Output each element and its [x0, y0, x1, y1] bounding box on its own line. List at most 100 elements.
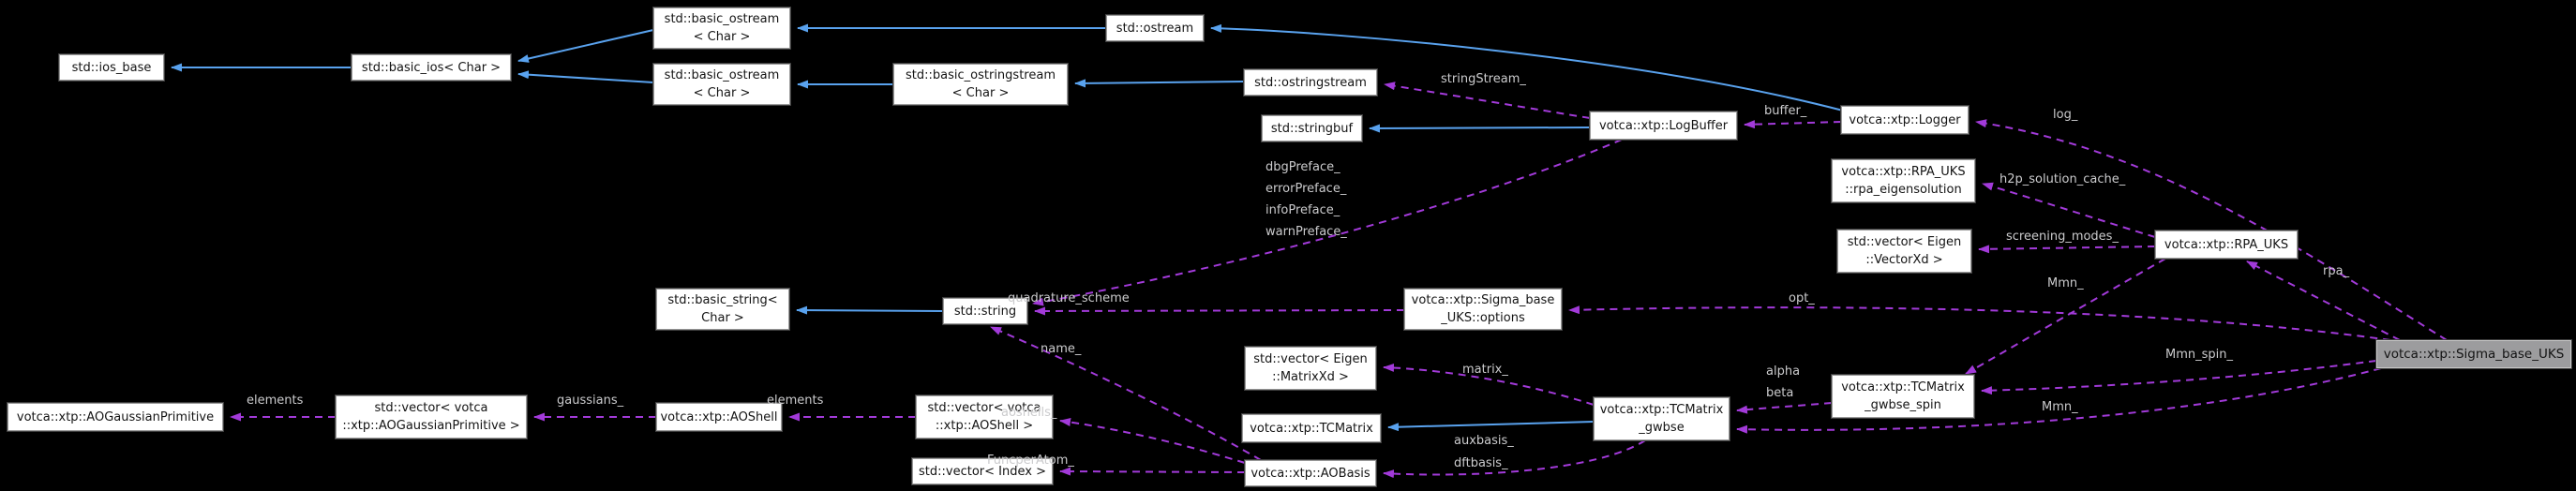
node-votca-xtp-logbuffer[interactable]: votca::xtp::LogBuffer [1589, 111, 1738, 141]
node-label-line: votca::xtp::AOShell [660, 409, 778, 424]
node-std-vector-aoshell[interactable]: std::vector< votca::xtp::AOShell > [915, 394, 1054, 439]
edge-votca-xtp-sigma-base-uks-to-votca-xtp-tcmatrix-gwbse-spin [1981, 360, 2377, 395]
node-label-line: std::basic_ostream [664, 12, 780, 26]
edge-label: elements [247, 394, 304, 408]
edge-votca-xtp-aobasis-to-std-vector-index [1059, 467, 1246, 476]
edge-label: beta [1766, 386, 1794, 400]
edge-votca-xtp-logger-to-votca-xtp-logbuffer [1744, 120, 1842, 129]
edge-votca-xtp-tcmatrix-gwbse-to-std-vector-eigen-matrixxd [1383, 363, 1595, 406]
edge-votca-xtp-rpa-uks-to-std-vector-eigen-vectorxd [1978, 245, 2156, 254]
node-label-line: < Char > [693, 86, 751, 100]
edge-std-basic-ostream-2-to-std-basic-ios [517, 70, 654, 83]
edge-label: auxbasis_ [1454, 434, 1514, 448]
node-votca-xtp-tcmatrix[interactable]: votca::xtp::TCMatrix [1241, 413, 1382, 443]
node-votca-xtp-aogaussianprimitive[interactable]: votca::xtp::AOGaussianPrimitive [7, 402, 224, 432]
edge-label: alpha [1766, 365, 1801, 379]
edge-votca-xtp-logbuffer-to-std-stringbuf [1369, 124, 1591, 133]
node-label-line: votca::xtp::AOGaussianPrimitive [16, 409, 215, 424]
edge-votca-xtp-sigma-base-uks-to-votca-xtp-sigma-base-uks-options [1568, 305, 2391, 341]
node-label-line: std::basic_ostream [664, 68, 780, 82]
node-label-line: std::ostream [1116, 21, 1194, 36]
edge-votca-xtp-sigma-base-uks-to-votca-xtp-rpa-uks [2246, 260, 2401, 341]
node-std-basic-string[interactable]: std::basic_string<Char > [655, 288, 790, 331]
node-votca-xtp-tcmatrix-gwbse-spin[interactable]: votca::xtp::TCMatrix_gwbse_spin [1831, 374, 1975, 419]
node-label-line: ::rpa_eigensolution [1845, 183, 1962, 197]
edge-label: dftbasis_ [1454, 456, 1508, 470]
node-votca-xtp-aoshell[interactable]: votca::xtp::AOShell [655, 402, 783, 432]
edge-std-string-to-std-basic-string [796, 305, 944, 315]
edge-label: matrix_ [1462, 363, 1508, 377]
node-votca-xtp-aobasis[interactable]: votca::xtp::AOBasis [1244, 459, 1377, 487]
node-votca-xtp-tcmatrix-gwbse[interactable]: votca::xtp::TCMatrix_gwbse [1593, 396, 1730, 441]
edge-votca-xtp-logger-to-std-ostream [1210, 23, 1844, 112]
edge-std-ostringstream-to-std-basic-ostringstream [1074, 79, 1245, 88]
node-std-stringbuf[interactable]: std::stringbuf [1261, 114, 1363, 142]
edge-label: aoshells_ [1001, 406, 1057, 420]
node-label-line: std::vector< votca [927, 401, 1041, 415]
node-std-vector-eigen-vectorxd[interactable]: std::vector< Eigen::VectorXd > [1836, 229, 1972, 274]
node-std-vector-index[interactable]: std::vector< Index > [911, 457, 1054, 485]
node-std-basic-ostream-2[interactable]: std::basic_ostream< Char > [652, 63, 791, 106]
node-votca-xtp-rpa-uks-rpa-eigensolution[interactable]: votca::xtp::RPA_UKS::rpa_eigensolution [1831, 158, 1976, 203]
node-std-ostream[interactable]: std::ostream [1105, 14, 1205, 42]
edge-std-basic-ostream-1-to-std-basic-ios [517, 29, 654, 63]
node-label-line: ::xtp::AOGaussianPrimitive > [342, 419, 520, 433]
node-std-ostringstream[interactable]: std::ostringstream [1243, 68, 1378, 97]
edge-votca-xtp-sigma-base-uks-options-to-std-string [1034, 306, 1405, 316]
node-label-line: ::xtp::AOShell > [935, 419, 1034, 433]
node-label-line: std::string [953, 304, 1017, 319]
edge-votca-xtp-sigma-base-uks-to-votca-xtp-logger [1975, 119, 2448, 341]
edge-label: warnPreface_ [1266, 225, 1347, 239]
node-label-line: Char > [701, 311, 744, 325]
node-label-line: votca::xtp::TCMatrix [1250, 421, 1373, 436]
edge-label: name_ [1041, 342, 1082, 356]
node-label-line: ::VectorXd > [1865, 253, 1943, 267]
node-label-line: std::basic_ios< Char > [361, 60, 502, 75]
edge-label: Mmn_ [2047, 276, 2084, 290]
edge-label: log_ [2053, 108, 2078, 122]
node-label-line: _gwbse [1639, 421, 1685, 435]
edge-label: dbgPreface_ [1266, 160, 1340, 174]
node-label-line: votca::xtp::Sigma_base [1411, 293, 1555, 307]
node-label-line: std::basic_string< [667, 293, 778, 307]
node-votca-xtp-rpa-uks[interactable]: votca::xtp::RPA_UKS [2154, 230, 2299, 260]
node-label-line: _UKS::options [1441, 311, 1525, 325]
edge-votca-xtp-logbuffer-to-std-string [1032, 139, 1623, 306]
edge-votca-xtp-tcmatrix-gwbse-spin-to-votca-xtp-tcmatrix-gwbse [1736, 402, 1833, 414]
edge-votca-xtp-tcmatrix-gwbse-to-votca-xtp-tcmatrix [1387, 421, 1595, 432]
node-votca-xtp-logger[interactable]: votca::xtp::Logger [1840, 105, 1969, 135]
node-label-line: std::vector< Eigen [1253, 352, 1368, 366]
node-label-line: < Char > [951, 86, 1010, 100]
node-std-ios-base[interactable]: std::ios_base [58, 53, 165, 82]
node-std-basic-ios[interactable]: std::basic_ios< Char > [351, 53, 512, 82]
edge-label: Mmn_spin_ [2165, 348, 2233, 362]
node-label-line: votca::xtp::LogBuffer [1598, 118, 1729, 133]
node-label-line: std::ios_base [71, 60, 152, 75]
edge-label: elements [767, 394, 824, 408]
node-label-line: votca::xtp::TCMatrix [1599, 403, 1724, 417]
node-label-line: std::vector< Eigen [1847, 235, 1962, 249]
node-std-basic-ostream-1[interactable]: std::basic_ostream< Char > [652, 7, 791, 50]
node-votca-xtp-sigma-base-uks[interactable]: votca::xtp::Sigma_base_UKS [2375, 339, 2572, 369]
node-std-vector-aogaussianprimitive[interactable]: std::vector< votca::xtp::AOGaussianPrimi… [335, 394, 528, 439]
node-votca-xtp-sigma-base-uks-options[interactable]: votca::xtp::Sigma_base_UKS::options [1403, 288, 1563, 331]
node-std-string[interactable]: std::string [942, 297, 1028, 325]
node-label-line: std::stringbuf [1270, 121, 1354, 136]
node-std-vector-eigen-matrixxd[interactable]: std::vector< Eigen::MatrixXd > [1244, 346, 1377, 391]
node-std-basic-ostringstream[interactable]: std::basic_ostringstream< Char > [892, 63, 1069, 106]
node-label-line: std::vector< votca [374, 401, 488, 415]
node-label-line: votca::xtp::RPA_UKS [1841, 165, 1966, 179]
edge-label: rpa_ [2323, 264, 2350, 278]
edge-votca-xtp-logbuffer-to-std-ostringstream [1384, 82, 1591, 119]
node-label-line: votca::xtp::Logger [1849, 112, 1961, 127]
edge-label: buffer_ [1764, 104, 1807, 118]
node-label-line: votca::xtp::AOBasis [1251, 466, 1370, 481]
edge-label: errorPreface_ [1266, 182, 1347, 196]
edge-label: screening_modes_ [2006, 230, 2119, 244]
edge-votca-xtp-tcmatrix-gwbse-to-votca-xtp-aobasis [1383, 439, 1646, 479]
node-label-line: std::ostringstream [1254, 75, 1367, 90]
edge-label: h2p_solution_cache_ [1999, 172, 2126, 186]
edge-label: FuncperAtom_ [987, 454, 1074, 468]
